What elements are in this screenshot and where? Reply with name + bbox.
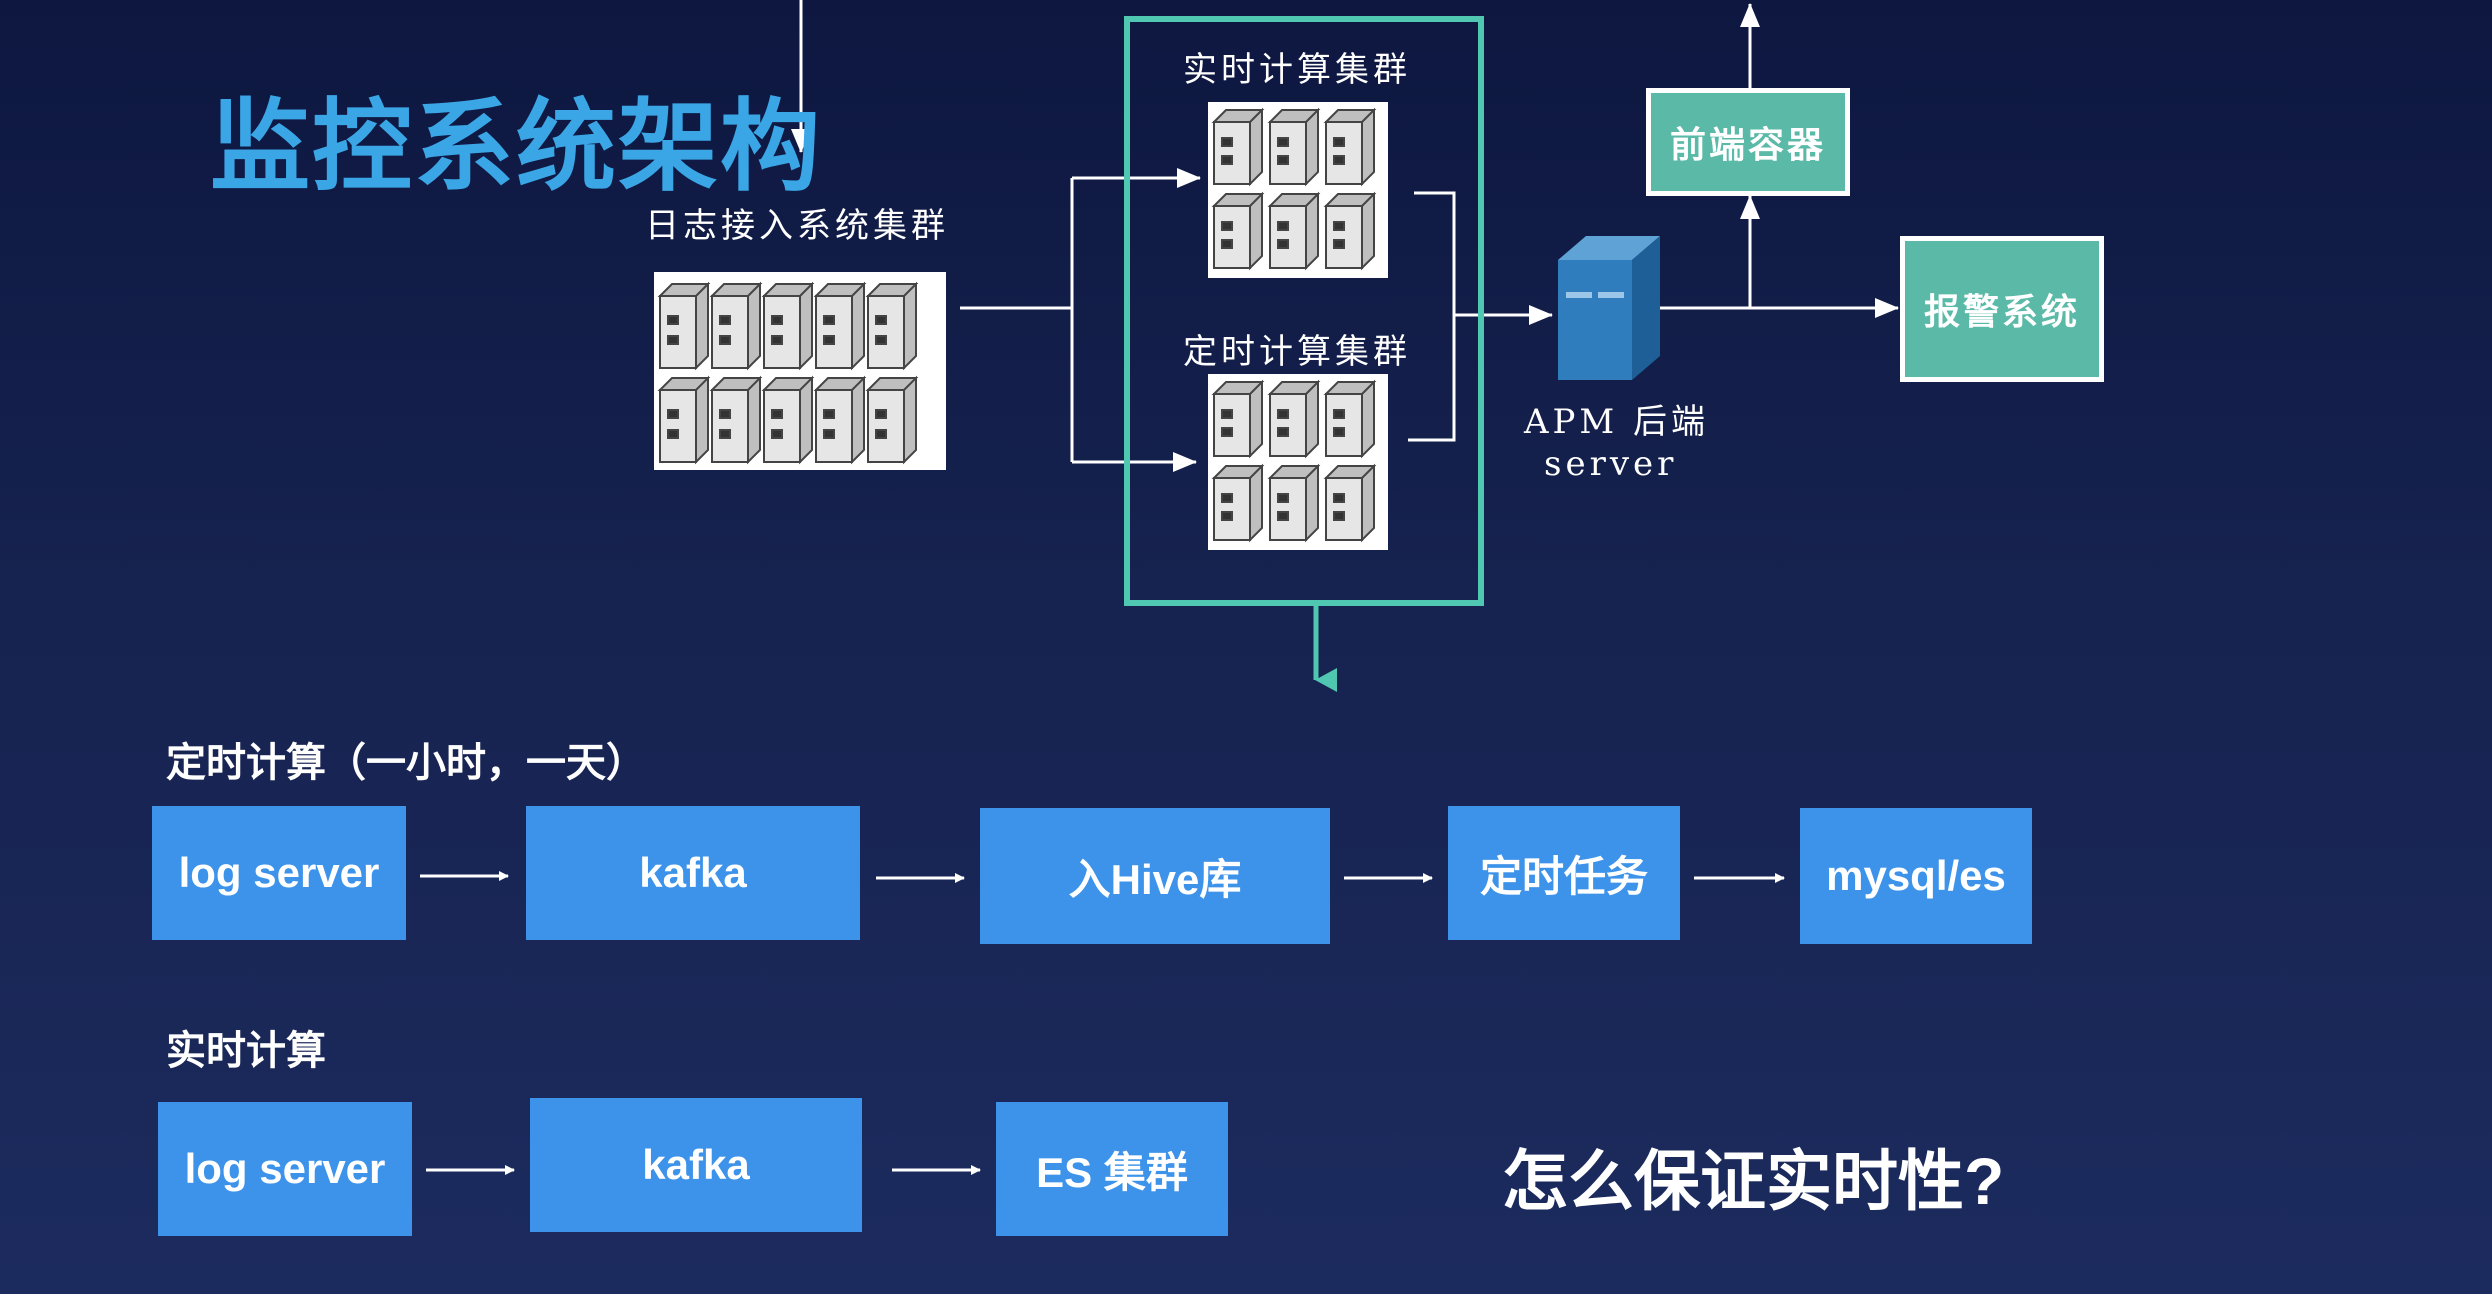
- realtime-step-es-cluster: ES 集群: [996, 1102, 1228, 1236]
- realtime-question: 怎么保证实时性?: [1502, 1144, 2005, 1218]
- server-rack-icon: [657, 281, 919, 465]
- apm-server-icon: [1552, 232, 1664, 384]
- log-ingest-server-rack: [654, 272, 946, 470]
- server-rack-icon: [1211, 107, 1377, 271]
- frontend-container-box: 前端容器: [1646, 88, 1850, 196]
- apm-label-line1: APM 后端: [1524, 402, 1710, 442]
- scheduled-step-timed-task: 定时任务: [1448, 806, 1680, 940]
- compute-cluster-frame: [1124, 16, 1484, 606]
- log-ingest-label: 日志接入系统集群: [645, 206, 949, 246]
- realtime-step-log-server: log server: [158, 1102, 412, 1236]
- scheduled-step-kafka: kafka: [526, 806, 860, 940]
- realtime-flow-label: 实时计算: [166, 1029, 326, 1073]
- server-rack-icon: [1211, 379, 1377, 543]
- realtime-cluster-server-rack: [1208, 102, 1388, 278]
- scheduled-step-mysql-es: mysql/es: [1800, 808, 2032, 944]
- page-title: 监控系统架构: [210, 91, 822, 203]
- scheduled-cluster-label: 定时计算集群: [1183, 332, 1411, 372]
- scheduled-cluster-server-rack: [1208, 374, 1388, 550]
- apm-label-line2: server: [1544, 444, 1678, 484]
- scheduled-flow-label: 定时计算（一小时，一天）: [166, 741, 646, 785]
- realtime-cluster-label: 实时计算集群: [1183, 50, 1411, 90]
- scheduled-step-log-server: log server: [152, 806, 406, 940]
- scheduled-step-hive: 入Hive库: [980, 808, 1330, 944]
- alert-system-box: 报警系统: [1900, 236, 2104, 382]
- realtime-step-kafka: kafka: [530, 1098, 862, 1232]
